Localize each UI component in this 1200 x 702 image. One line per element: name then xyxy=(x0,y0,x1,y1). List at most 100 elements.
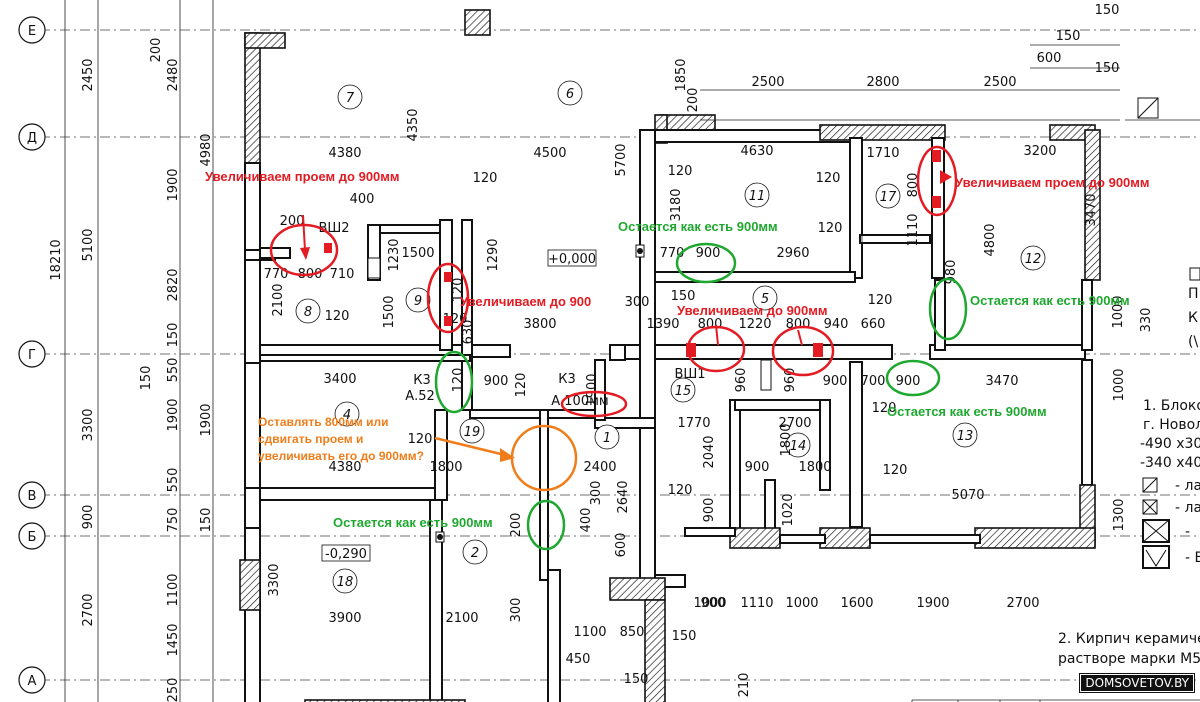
dim-900-g: 900 xyxy=(701,596,726,611)
dim-left-200: 200 xyxy=(149,38,164,63)
dim-300-c: 300 xyxy=(509,598,524,623)
dim-770-b: 770 xyxy=(264,267,289,282)
dim-120-b: 120 xyxy=(816,171,841,186)
svg-text:4: 4 xyxy=(343,408,351,423)
svg-text:7: 7 xyxy=(346,91,355,106)
svg-text:5: 5 xyxy=(761,292,769,307)
svg-text:11: 11 xyxy=(749,189,766,204)
dim-top-4350: 4350 xyxy=(406,108,421,141)
dim-850: 850 xyxy=(620,625,645,640)
dim-3180: 3180 xyxy=(669,188,684,221)
axis-label-b: Б xyxy=(28,530,37,545)
svg-text:9: 9 xyxy=(414,294,422,309)
dim-left-550a: 550 xyxy=(166,358,181,383)
dim-330: 330 xyxy=(1139,308,1154,333)
dim-1000-v: 1000 xyxy=(1111,295,1126,328)
svg-text:18: 18 xyxy=(337,575,354,590)
dim-left-2450: 2450 xyxy=(81,58,96,91)
svg-text:13: 13 xyxy=(957,429,974,444)
dim-1220: 1220 xyxy=(738,317,771,332)
axis-label-d: Д xyxy=(27,131,37,146)
room-markers: 7 6 11 17 12 9 8 5 15 14 13 19 1 2 18 4 xyxy=(295,80,1046,594)
interior-dimensions: 4630 1710 3200 120 120 800 3180 120 3470… xyxy=(199,144,1154,697)
dim-2960: 2960 xyxy=(776,246,809,261)
note-red-4: Увеличиваем проем до 900мм xyxy=(955,175,1150,190)
note-red-2: Увеличиваем до 900мм xyxy=(677,303,828,318)
note-green-2: Остается как есть 900мм xyxy=(970,293,1130,308)
dim-1290: 1290 xyxy=(486,238,501,271)
red-annotations: Увеличиваем проем до 900мм Увеличиваем д… xyxy=(205,145,1150,418)
dim-300-b: 300 xyxy=(589,481,604,506)
room-marker-15: 15 xyxy=(670,377,696,403)
dim-left-750: 750 xyxy=(166,508,181,533)
dim-120-m: 120 xyxy=(451,368,466,393)
dim-1500-a: 1500 xyxy=(401,246,434,261)
dim-2700-b: 2700 xyxy=(1006,596,1039,611)
dim-3400: 3400 xyxy=(323,372,356,387)
svg-text:8: 8 xyxy=(304,305,312,320)
dim-left-1100: 1100 xyxy=(166,573,181,606)
axis-label-e: Е xyxy=(28,24,36,39)
dim-left-3300: 3300 xyxy=(81,408,96,441)
room-marker-2: 2 xyxy=(462,539,488,565)
dim-630: 630 xyxy=(461,320,476,345)
note-green-1: Остается как есть 900мм xyxy=(618,219,778,234)
dim-1020: 1020 xyxy=(781,493,796,526)
dim-1300: 1300 xyxy=(1112,498,1127,531)
note-orange-2: сдвигать проем и xyxy=(258,432,363,446)
dim-1000-v2: 1000 xyxy=(1112,368,1127,401)
dim-top-600: 600 xyxy=(1037,51,1062,66)
note-2a: 2. Кирпич керамическ xyxy=(1058,631,1200,647)
axis-label-g: Г xyxy=(28,348,36,363)
dim-120-g: 120 xyxy=(514,373,529,398)
note-1c: -490 х300 xyxy=(1140,436,1200,452)
note-p1: П xyxy=(1188,286,1199,302)
room-marker-5: 5 xyxy=(752,285,778,311)
dim-top-150b: 150 xyxy=(1095,61,1120,76)
axis-label-v: В xyxy=(28,489,37,504)
note-green-4: Остается как есть 900мм xyxy=(333,515,493,530)
dim-150-d: 150 xyxy=(672,629,697,644)
right-notes: П К (\ 1. Блоков г. Новолу -490 х300 -34… xyxy=(1058,267,1200,667)
dim-900-f: 900 xyxy=(702,498,717,523)
dim-2640: 2640 xyxy=(616,480,631,513)
dim-900-b: 900 xyxy=(484,374,509,389)
dim-120-i: 120 xyxy=(408,432,433,447)
dim-top-4380: 4380 xyxy=(328,146,361,161)
dim-top-150a: 150 xyxy=(1056,29,1081,44)
room-marker-17: 17 xyxy=(875,183,901,209)
svg-text:1: 1 xyxy=(603,431,611,446)
note-green-3: Остается как есть 900мм xyxy=(887,404,1047,419)
dim-left-1900b: 1900 xyxy=(166,398,181,431)
dim-600: 600 xyxy=(614,533,629,558)
dim-120-j: 120 xyxy=(668,483,693,498)
room-marker-18: 18 xyxy=(332,568,358,594)
dim-top-1850: 1850 xyxy=(674,58,689,91)
dim-940: 940 xyxy=(824,317,849,332)
dim-2400: 2400 xyxy=(583,460,616,475)
dim-1110-b: 1110 xyxy=(740,596,773,611)
room-marker-8: 8 xyxy=(295,298,321,324)
dim-150-e: 150 xyxy=(624,672,649,687)
dim-4630: 4630 xyxy=(740,144,773,159)
axis-label-a: А xyxy=(28,674,37,689)
dim-left-1450: 1450 xyxy=(166,623,181,656)
watermark-logo: DOMSOVETOV.BY xyxy=(1079,673,1195,693)
k3-b-sub: А.100мм xyxy=(551,394,608,409)
dim-700: 700 xyxy=(861,374,886,389)
dim-1000-a: 1000 xyxy=(693,596,726,611)
dim-120-h: 120 xyxy=(872,401,897,416)
dim-400: 400 xyxy=(350,192,375,207)
note-orange-1: Оставлять 800мм или xyxy=(258,415,388,429)
level-mark-0: +0,000 xyxy=(548,252,596,267)
dim-top-5700: 5700 xyxy=(614,143,629,176)
dim-150-f: 150 xyxy=(671,289,696,304)
dim-1500-v: 1500 xyxy=(382,295,397,328)
dim-3800: 3800 xyxy=(523,317,556,332)
dim-960-a: 960 xyxy=(734,368,749,393)
legend-la-1: - ла xyxy=(1175,478,1200,494)
dim-left-2820: 2820 xyxy=(166,268,181,301)
dim-120-e: 120 xyxy=(325,309,350,324)
dim-1390: 1390 xyxy=(646,317,679,332)
left-dimension-chains: 2450 2480 200 4980 1900 18210 5100 2820 … xyxy=(49,0,214,702)
